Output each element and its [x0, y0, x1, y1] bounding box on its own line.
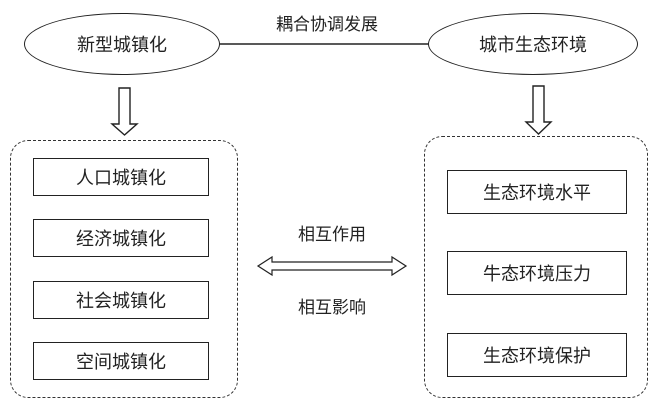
urbanization-item: 经济城镇化 [33, 219, 209, 257]
urbanization-item: 人口城镇化 [33, 158, 209, 196]
eco-env-item: 牛态环境压力 [447, 251, 627, 295]
eco-env-group: 生态环境水平 牛态环境压力 生态环境保护 [424, 136, 648, 398]
urban-eco-env-node: 城市生态环境 [428, 13, 638, 75]
left-down-arrow [110, 87, 139, 136]
eco-env-item: 生态环境保护 [447, 333, 627, 377]
new-urbanization-node: 新型城镇化 [24, 13, 220, 75]
urban-eco-env-title: 城市生态环境 [479, 35, 587, 56]
interaction-label-top: 相互作用 [298, 225, 366, 245]
right-down-arrow [524, 85, 553, 135]
new-urbanization-title: 新型城镇化 [77, 35, 167, 56]
urbanization-group: 人口城镇化 经济城镇化 社会城镇化 空间城镇化 [10, 140, 238, 398]
eco-env-item: 生态环境水平 [447, 170, 627, 214]
coupling-label: 耦合协调发展 [276, 15, 378, 35]
bidirectional-arrow [256, 255, 408, 277]
interaction-label-bottom: 相互影响 [298, 298, 366, 318]
urbanization-item: 社会城镇化 [33, 281, 209, 319]
urbanization-item: 空间城镇化 [33, 342, 209, 380]
